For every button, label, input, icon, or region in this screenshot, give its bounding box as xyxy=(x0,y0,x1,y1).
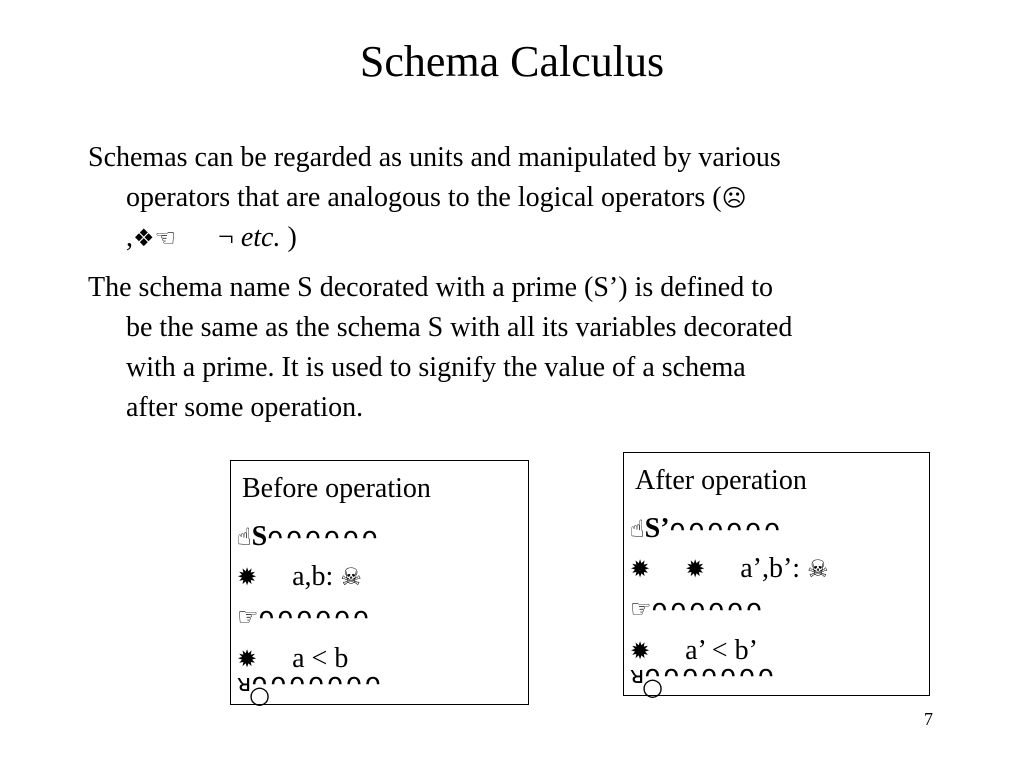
declaration-text: a,b: xyxy=(292,561,341,592)
schema-box-after: After operation ☝S’ᴖᴖᴖᴖᴖᴖ ✹ ✹ a’,b’: ☠ ☞… xyxy=(623,452,930,701)
paragraph-line: with a prime. It is used to signify the … xyxy=(126,352,746,383)
schema-border-strip: ᴖᴖᴖᴖᴖᴖ xyxy=(651,594,765,624)
box-title: After operation xyxy=(635,465,807,496)
bullet-icon: ✹ xyxy=(685,555,706,583)
declaration-text: a’,b’: xyxy=(740,553,808,584)
schema-open-glyph: ☝ xyxy=(630,515,645,543)
schema-border-strip: ᴖᴖᴖᴖᴖᴖ xyxy=(267,522,381,552)
schema-divider-row: ☞ᴖᴖᴖᴖᴖᴖ xyxy=(630,591,765,627)
schema-header-row: ☝S’ᴖᴖᴖᴖᴖᴖ xyxy=(630,511,783,547)
box-title: Before operation xyxy=(242,473,431,504)
schema-header-row: ☝Sᴖᴖᴖᴖᴖᴖ xyxy=(237,519,381,555)
type-symbol: ☠ xyxy=(340,563,362,591)
bullet-icon: ✹ xyxy=(237,645,258,673)
paragraph-line: be the same as the schema S with all its… xyxy=(126,312,793,343)
bullet-icon: ✹ xyxy=(630,637,651,665)
footer-tail-glyph: ○ xyxy=(642,673,663,701)
schema-border-strip: ᴖᴖᴖᴖᴖᴖᴖ xyxy=(251,668,384,698)
schema-name: S’ xyxy=(644,513,670,544)
etc-text: etc. xyxy=(240,222,281,253)
schema-close-glyph: ᴚ xyxy=(237,669,252,697)
predicate-text: a < b xyxy=(292,643,349,674)
close-paren-text: ) xyxy=(287,222,297,253)
paragraph-line: ,❖☜ ¬ etc. ) xyxy=(88,218,948,258)
schema-open-glyph: ☝ xyxy=(237,523,252,551)
schema-divider-row: ☞ᴖᴖᴖᴖᴖᴖ xyxy=(237,599,372,635)
predicate-row: ✹ a’ < b’ xyxy=(630,633,758,669)
schema-footer-row: ᴚᴖᴖᴖᴖᴖᴖᴖ xyxy=(237,665,384,701)
declaration-row: ✹ ✹ a’,b’: ☠ xyxy=(630,551,829,587)
schema-close-glyph: ᴚ xyxy=(630,661,645,689)
schema-divider-glyph: ☞ xyxy=(237,603,259,631)
paragraph-text: operators that are analogous to the logi… xyxy=(126,182,722,213)
schema-name: S xyxy=(251,521,268,552)
paragraph-prime-decoration: The schema name S decorated with a prime… xyxy=(88,268,948,428)
or-implies-operator-symbols: ❖☜ xyxy=(133,224,177,252)
bullet-icon: ✹ xyxy=(630,555,651,583)
type-symbol: ☠ xyxy=(807,555,829,583)
and-operator-symbol: ☹ xyxy=(721,184,747,212)
paragraph-schema-operators: Schemas can be regarded as units and man… xyxy=(88,138,948,258)
schema-box-before: Before operation ☝Sᴖᴖᴖᴖᴖᴖ ✹ a,b: ☠ ☞ᴖᴖᴖᴖ… xyxy=(230,460,529,709)
declaration-row: ✹ a,b: ☠ xyxy=(237,559,362,595)
schema-footer-row: ᴚᴖᴖᴖᴖᴖᴖᴖ xyxy=(630,657,777,693)
slide-title: Schema Calculus xyxy=(359,37,665,86)
schema-border-strip: ᴖᴖᴖᴖᴖᴖ xyxy=(258,602,372,632)
footer-tail-glyph: ○ xyxy=(249,681,270,709)
not-operator-symbol: ¬ xyxy=(218,222,234,253)
comma-text: , xyxy=(126,222,133,253)
paragraph-line: Schemas can be regarded as units and man… xyxy=(88,142,781,173)
predicate-row: ✹ a < b xyxy=(237,641,348,677)
paragraph-line: after some operation. xyxy=(126,392,364,423)
schema-divider-glyph: ☞ xyxy=(630,595,652,623)
predicate-text: a’ < b’ xyxy=(685,635,758,666)
bullet-icon: ✹ xyxy=(237,563,258,591)
schema-border-strip: ᴖᴖᴖᴖᴖᴖ xyxy=(669,514,783,544)
paragraph-line: The schema name S decorated with a prime… xyxy=(88,272,773,303)
paragraph-line: operators that are analogous to the logi… xyxy=(88,178,948,218)
page-number: 7 xyxy=(924,709,933,729)
schema-border-strip: ᴖᴖᴖᴖᴖᴖᴖ xyxy=(644,660,777,690)
